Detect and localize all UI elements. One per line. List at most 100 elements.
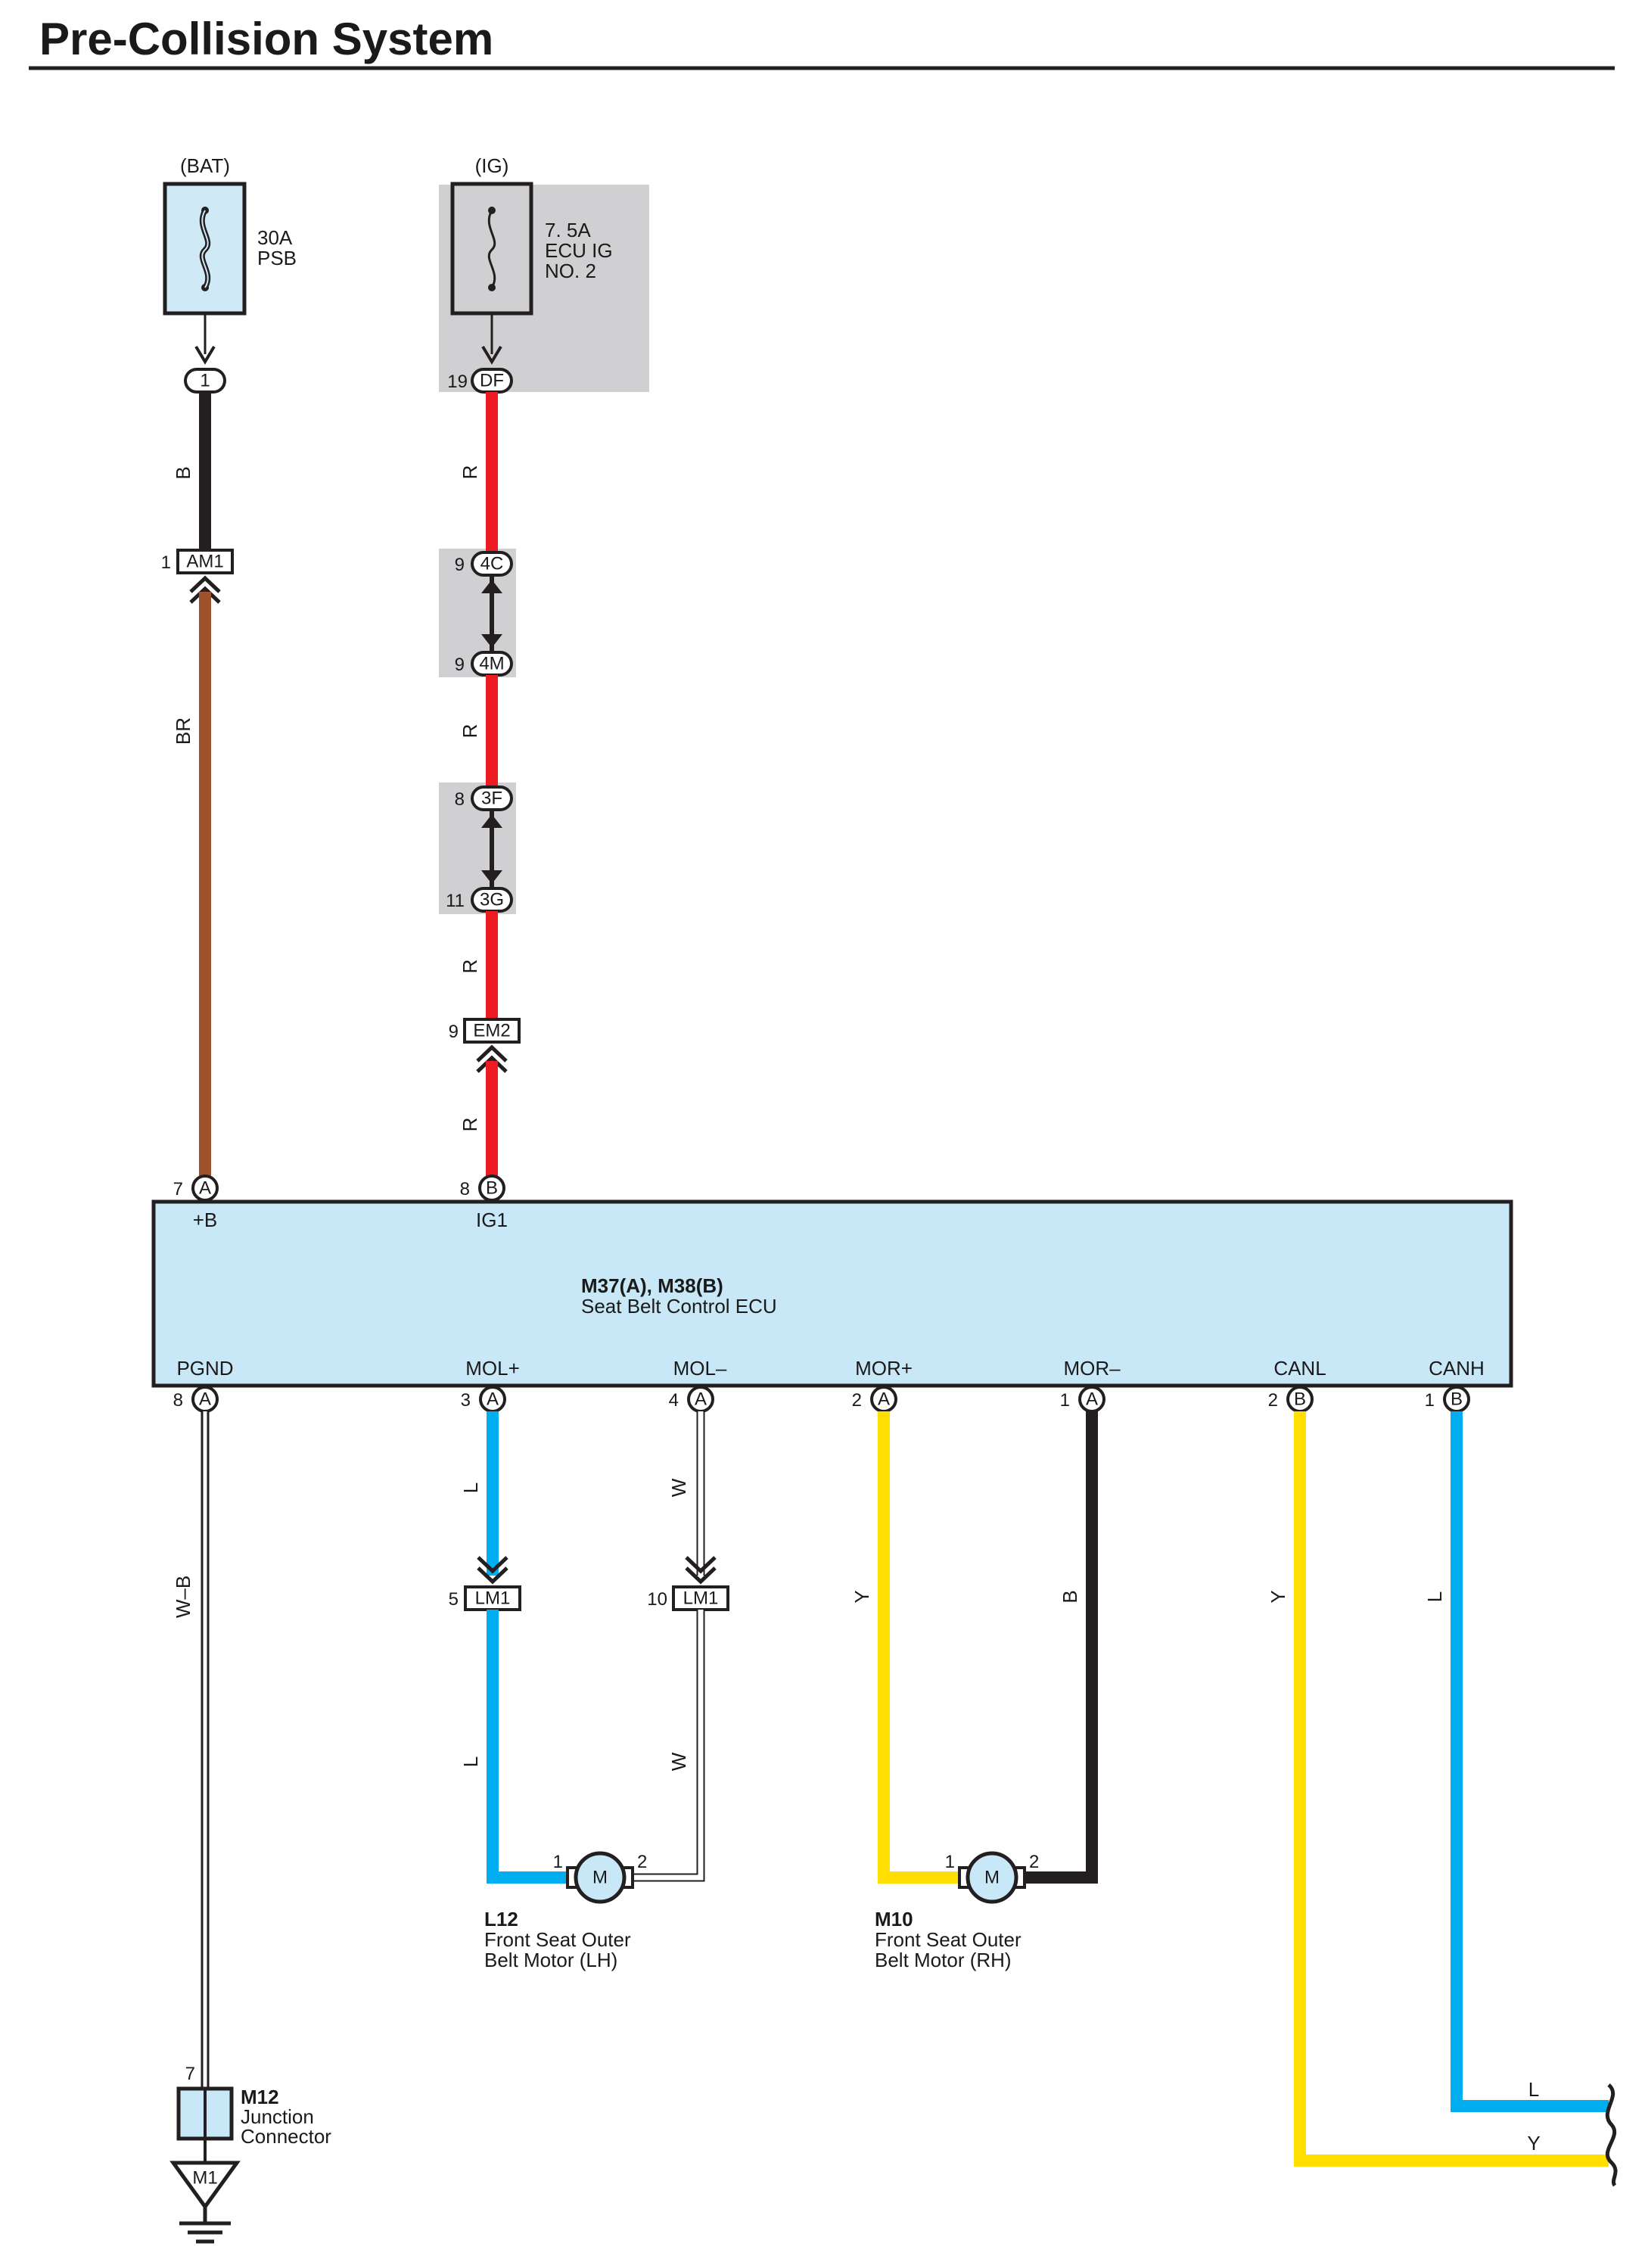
em2-pin-number: 9 (449, 1022, 459, 1042)
wire-break-icon (1605, 2083, 1618, 2187)
wire-label-b-mor: B (1059, 1590, 1081, 1603)
wire-mol-plus-blue-2 (487, 1610, 568, 1884)
wire-label-l-mol-1: L (459, 1482, 482, 1493)
wire-label-r-4: R (459, 1118, 481, 1132)
wire-mol-minus-white-2 (633, 1610, 705, 1882)
c4c-pin-oval (471, 551, 513, 577)
ecu-term-mol-minus-label: MOL– (673, 1357, 727, 1380)
svg-text:B: B (1451, 1389, 1463, 1410)
page-title: Pre-Collision System (39, 14, 493, 64)
ecu-term-ig1-label: IG1 (476, 1209, 508, 1231)
c4c-connector-code: 4C (480, 554, 504, 574)
ecu-term-pgnd-label: PGND (176, 1357, 233, 1380)
motor-lh-pin-1: 1 (553, 1852, 563, 1872)
c3g-connector-code: 3G (480, 890, 504, 910)
ecu-term-a7-conn: A (199, 1178, 211, 1199)
wire-label-b-top: B (172, 466, 194, 479)
ecu-term-mor-minus-label: MOR– (1063, 1357, 1121, 1380)
ecu-term-plus-b-label: +B (193, 1209, 218, 1231)
df-pin-number: 19 (447, 372, 468, 392)
ecu-term-canh: B 1 (1425, 1386, 1470, 1413)
ig-fuse-name-2: NO. 2 (545, 260, 596, 282)
lm1-a-chevron-icon (477, 1556, 508, 1585)
svg-text:A: A (695, 1389, 707, 1410)
svg-text:1: 1 (1060, 1390, 1070, 1411)
lm1-a-connector-code: LM1 (475, 1588, 511, 1609)
psb-pin-number: 1 (200, 371, 210, 391)
svg-text:3: 3 (461, 1390, 471, 1411)
motor-lh-name-2: Belt Motor (LH) (484, 1949, 617, 1971)
ig-fuse-amp: 7. 5A (545, 219, 591, 241)
junction-name-2: Connector (241, 2125, 331, 2148)
df-connector-code: DF (480, 371, 504, 391)
motor-rh-pin-2: 2 (1029, 1852, 1039, 1872)
ecu-term-b8-pin: 8 (460, 1179, 470, 1199)
motor-rh-pin-1: 1 (945, 1852, 955, 1872)
motor-rh-name-2: Belt Motor (RH) (875, 1949, 1012, 1971)
wire-label-l-mol-2: L (459, 1756, 482, 1767)
psb-fuse-name: PSB (257, 247, 297, 269)
ig-fuse-shade (439, 185, 649, 392)
am1-connector (176, 549, 234, 574)
wire-label-r-3: R (459, 960, 481, 974)
ecu-term-canl: B 2 (1268, 1386, 1314, 1413)
wire-label-l-canh-out: L (1528, 2078, 1539, 2101)
ecu-term-mor-plus: A 2 (852, 1386, 897, 1413)
ecu-term-b8-conn: B (486, 1178, 498, 1199)
svg-text:A: A (199, 1389, 211, 1410)
c4m-pin-number: 9 (455, 655, 465, 675)
svg-text:A: A (878, 1389, 890, 1410)
svg-text:B: B (1294, 1389, 1306, 1410)
ig-fuse-icon (487, 207, 496, 291)
ecu-term-mol-plus-label: MOL+ (465, 1357, 520, 1380)
ecu-term-mor-plus-label: MOR+ (855, 1357, 913, 1380)
c3f-connector-code: 3F (481, 789, 502, 809)
motor-lh-symbol: M (592, 1868, 608, 1888)
lm1-a-connector (464, 1585, 521, 1611)
ecu-term-mol-plus: A 3 (461, 1386, 506, 1413)
ground-symbol-icon (179, 2207, 231, 2244)
c3f-pin-number: 8 (455, 789, 465, 810)
svg-text:8: 8 (173, 1390, 183, 1411)
c3f-pin-oval (471, 786, 513, 811)
junction-id: M12 (241, 2086, 279, 2108)
wire-canl-yellow (1294, 1411, 1609, 2167)
motor-rh-symbol: M (984, 1868, 1000, 1888)
am1-pin-number: 1 (161, 552, 171, 573)
junction-name-1: Junction (241, 2105, 314, 2128)
lm1-b-chevron-icon (685, 1556, 717, 1585)
wire-mor-plus-yellow (878, 1411, 959, 1884)
seat-belt-control-ecu (151, 1199, 1513, 1388)
c3g-pin-number: 11 (446, 891, 465, 911)
svg-text:1: 1 (1425, 1390, 1435, 1411)
motor-lh-id: L12 (484, 1908, 518, 1930)
wire-label-y-mor: Y (850, 1590, 873, 1603)
junction-pin-number: 7 (185, 2064, 195, 2084)
wire-label-r-2: R (459, 724, 481, 739)
svg-text:A: A (1086, 1389, 1098, 1410)
em2-connector (463, 1018, 521, 1044)
wire-label-y-canl: Y (1267, 1590, 1289, 1603)
em2-connector-code: EM2 (473, 1021, 510, 1041)
am1-chevron-icon (189, 575, 221, 604)
motor-rh-icon (958, 1851, 1026, 1904)
svg-text:A: A (487, 1389, 499, 1410)
motor-rh-name-1: Front Seat Outer (875, 1928, 1022, 1951)
lm1-b-pin-number: 10 (647, 1589, 667, 1610)
ecu-term-pgnd: A 8 (173, 1386, 219, 1413)
em2-chevron-icon (476, 1044, 508, 1073)
wire-label-l-canh: L (1423, 1591, 1446, 1602)
svg-text:2: 2 (1268, 1390, 1278, 1411)
lm1-b-connector-code: LM1 (683, 1588, 719, 1609)
wire-label-w-mol-2: W (667, 1752, 690, 1771)
wire-canh-blue (1451, 1411, 1609, 2112)
ecu-term-canh-label: CANH (1429, 1357, 1485, 1380)
ecu-term-canl-label: CANL (1273, 1357, 1326, 1380)
wire-label-r-1: R (459, 465, 481, 480)
ground-point-icon (169, 2161, 241, 2210)
motor-rh-id: M10 (875, 1908, 913, 1930)
wire-label-y-canl-out: Y (1527, 2132, 1540, 2154)
ecu-term-a7-pin: 7 (173, 1179, 183, 1199)
ground-point-code: M1 (192, 2168, 217, 2189)
